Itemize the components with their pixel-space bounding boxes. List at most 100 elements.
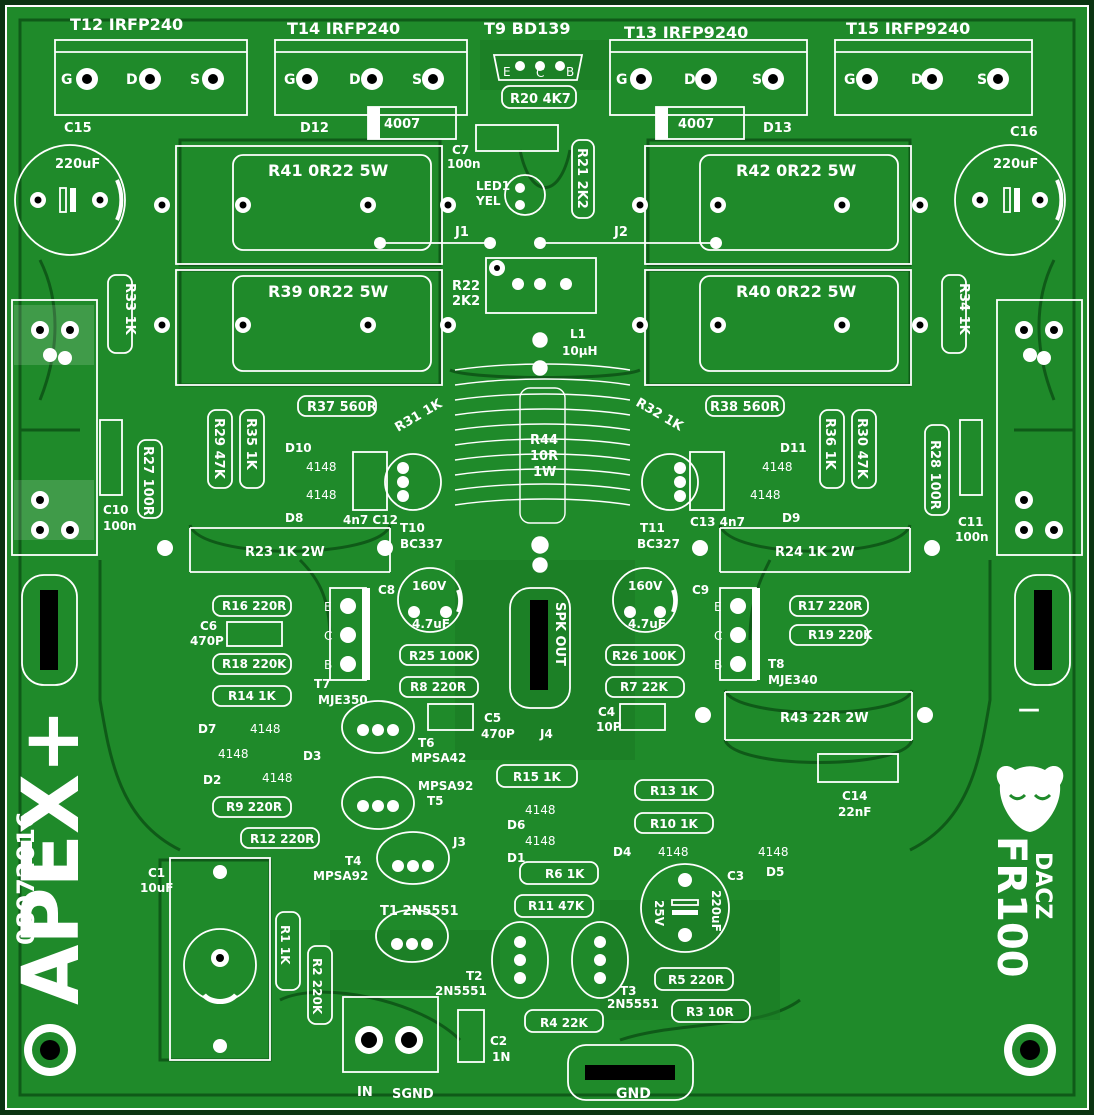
diode-d5-value: 4148 — [758, 845, 789, 859]
label-d12: D12 — [300, 121, 329, 136]
pin-t7-b: B — [324, 658, 332, 672]
diode-d8-value: 4148 — [306, 488, 337, 502]
label-led1v: YEL — [475, 194, 501, 208]
label-r2: R2 220K — [310, 958, 324, 1015]
pin-t15-d: D — [911, 72, 923, 88]
pin-t8-b: B — [714, 658, 722, 672]
label-r8: R8 220R — [410, 680, 466, 694]
label-c16v: 220uF — [993, 157, 1038, 172]
label-r18: R18 220K — [222, 657, 287, 671]
mounting-holes — [24, 1024, 1056, 1076]
pin-t12-s: S — [190, 72, 200, 88]
diode-d9-value: 4148 — [750, 488, 781, 502]
label-c14v: 22nF — [838, 805, 871, 819]
label-c15v: 220uF — [55, 157, 100, 172]
pin-t15-g: G — [844, 72, 856, 88]
small-components — [99, 85, 983, 1063]
label-t2v: 2N5551 — [435, 984, 487, 998]
label-c1v: 10uF — [140, 881, 173, 895]
label-l1v: 10µH — [562, 344, 598, 358]
label-j3: J3 — [452, 835, 466, 849]
c3-capacitor — [640, 863, 730, 953]
label-t13: T13 IRFP9240 — [624, 23, 748, 42]
label-t10v: BC337 — [400, 537, 443, 551]
label-c9v: 160V — [628, 579, 663, 593]
label-c11v: 100n — [955, 530, 989, 544]
pin-t15-s: S — [977, 72, 987, 88]
label-r43: R43 22R 2W — [780, 711, 869, 726]
t9-header — [492, 54, 584, 81]
diode-d1-value: 4148 — [525, 834, 556, 848]
power-resistors — [154, 145, 928, 386]
label-d12v: 4007 — [384, 117, 420, 132]
label-j2: J2 — [613, 225, 628, 240]
diode-d11-value: 4148 — [762, 460, 793, 474]
label-r11: R11 47K — [528, 899, 585, 913]
label-c6v: 470P — [190, 634, 224, 648]
label-c8v: 160V — [412, 579, 447, 593]
label-r13: R13 1K — [650, 784, 698, 798]
label-r4: R4 22K — [540, 1016, 588, 1030]
label-r14: R14 1K — [228, 689, 276, 703]
diode-labels: 4148 4148 4148 4148 4148 4148 4148 4148 … — [218, 460, 793, 859]
diode-d6-value: 4148 — [525, 803, 556, 817]
label-r6: R6 1K — [545, 867, 585, 881]
label-r42: R42 0R22 5W — [736, 161, 857, 180]
label-t8: T8 — [768, 657, 785, 671]
pin-t8-e: E — [714, 600, 722, 614]
label-t6v: MPSA42 — [411, 751, 466, 765]
c15-capacitor — [14, 144, 126, 256]
label-t2: T2 — [466, 969, 483, 983]
label-t7v: MJE350 — [318, 693, 368, 707]
label-led1: LED1 — [476, 179, 510, 193]
label-r44w: 1W — [533, 465, 556, 480]
label-d3: D3 — [303, 749, 321, 763]
label-d6: D6 — [507, 818, 525, 832]
label-c6: C6 — [200, 619, 217, 633]
pin-t12-d: D — [126, 72, 138, 88]
label-t11v: BC327 — [637, 537, 680, 551]
label-r27: R27 100R — [140, 446, 155, 516]
label-t15: T15 IRFP9240 — [846, 19, 970, 38]
label-c8: C8 — [378, 583, 395, 597]
label-r44v: 10R — [530, 449, 558, 464]
pin-t12-g: G — [61, 72, 73, 88]
pin-t13-g: G — [616, 72, 628, 88]
label-r19: R19 220K — [808, 628, 873, 642]
label-t4: T4 — [345, 854, 362, 868]
label-spk: SPK OUT — [552, 602, 567, 666]
label-d5: D5 — [766, 865, 784, 879]
label-r21: R21 2K2 — [574, 148, 589, 209]
logo-fr: FR100 — [988, 836, 1034, 978]
diode-d4-value: 4148 — [658, 845, 689, 859]
label-d2: D2 — [203, 773, 221, 787]
label-r30: R30 47K — [854, 418, 869, 480]
label-r29: R29 47K — [211, 418, 226, 480]
label-r37: R37 560R — [307, 400, 377, 415]
label-c13: C13 4n7 — [690, 515, 745, 529]
label-t5n: T5 — [427, 794, 444, 808]
pin-t9-e: E — [503, 65, 511, 79]
label-t8v: MJE340 — [768, 673, 818, 687]
pin-t9-c: C — [536, 66, 544, 80]
pin-t13-d: D — [684, 72, 696, 88]
label-c16: C16 — [1010, 125, 1038, 140]
t15-header — [834, 39, 1033, 116]
label-t7: T7 — [314, 677, 331, 691]
pin-t7-e: E — [324, 600, 332, 614]
label-r22v: 2K2 — [452, 294, 480, 309]
label-c9c: 4.7uF — [628, 617, 666, 631]
label-t11: T11 — [640, 521, 665, 535]
pin-letters: G D S G D S G D S G D S E C B E C B E C … — [61, 65, 987, 672]
label-sgnd: SGND — [392, 1087, 434, 1102]
l1-inductor — [454, 332, 631, 573]
label-d4: D4 — [613, 845, 631, 859]
label-c3v: 220uF — [709, 890, 723, 932]
label-t5: MPSA92 — [418, 779, 473, 793]
label-t12: T12 IRFP240 — [70, 15, 183, 34]
label-r35: R35 1K — [243, 418, 258, 471]
label-c15: C15 — [64, 121, 92, 136]
t13-header — [609, 39, 808, 116]
label-r5: R5 220R — [668, 973, 724, 987]
